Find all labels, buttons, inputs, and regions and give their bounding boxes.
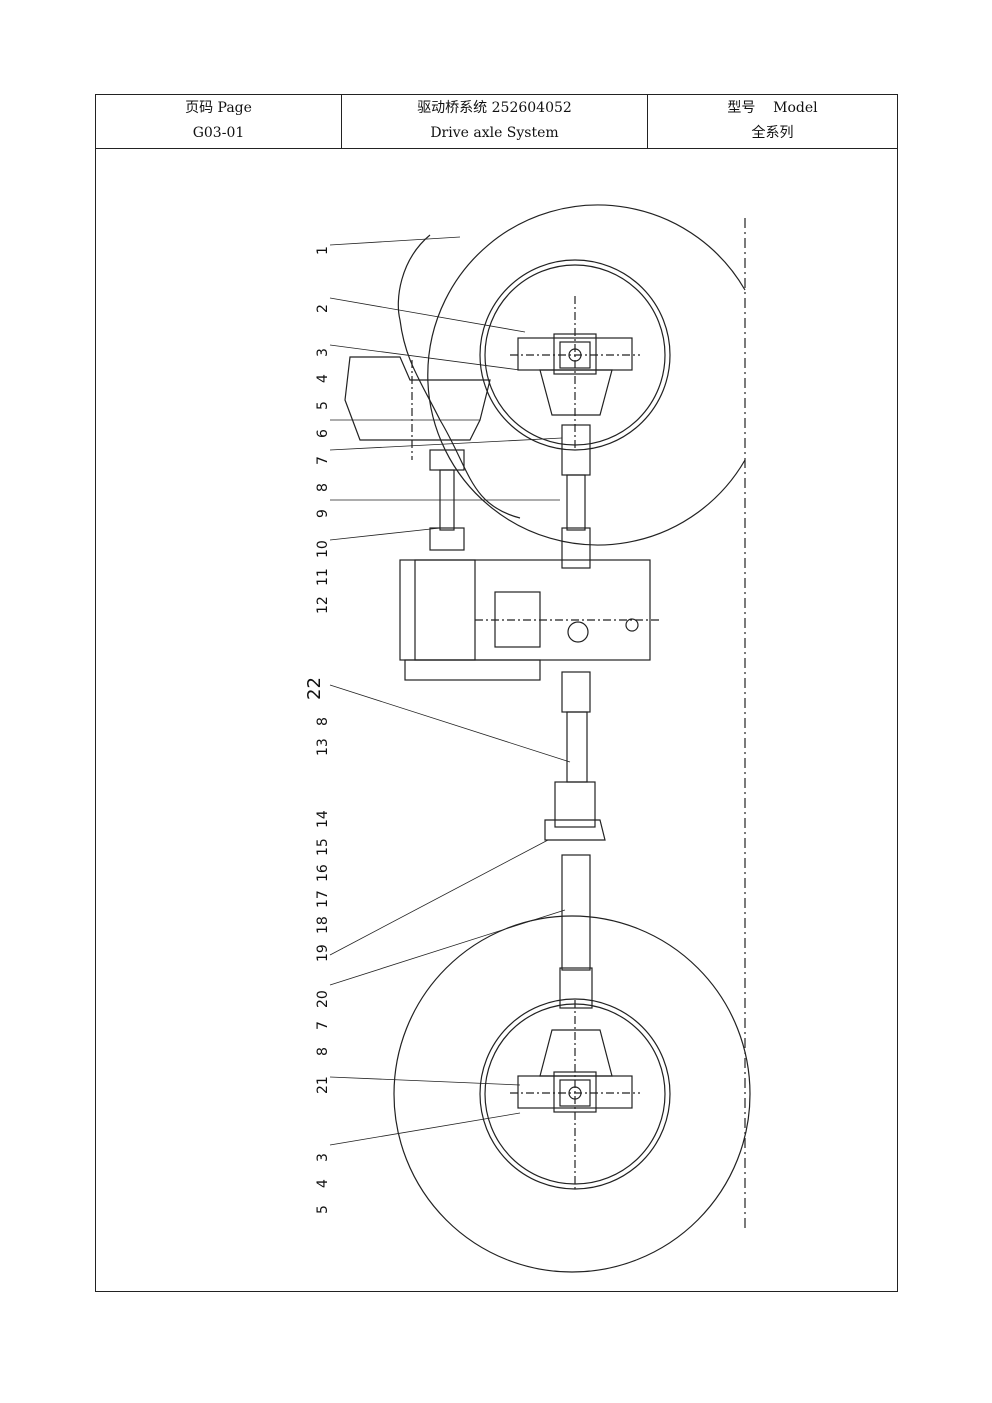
callout-7-rear: 7 [315,1021,331,1030]
differential-housing [344,356,491,441]
callout-8-rear: 8 [315,1047,331,1056]
page-cell: 页码 Page G03-01 [96,95,342,148]
callout-14: 14 [315,810,331,828]
callout-11: 11 [315,568,331,586]
front-wheel-rim [479,259,671,451]
callout-5-rear: 5 [315,1205,331,1214]
tire-contour [397,234,521,519]
rear-tire [393,915,751,1273]
model-value: 全系列 [751,125,794,141]
callout-3-rear: 3 [315,1153,331,1162]
callout-13: 13 [315,738,331,756]
callout-20: 20 [315,990,331,1008]
callout-4: 4 [315,374,331,383]
middle-u-joint [561,671,591,713]
callout-9: 9 [315,509,331,518]
leader-lines [329,236,571,1146]
callout-1: 1 [315,246,331,255]
model-label: 型号 Model [727,100,818,116]
callout-4-rear: 4 [315,1179,331,1188]
rear-propeller-shaft [561,854,591,971]
callout-3: 3 [315,348,331,357]
document-frame: 页码 Page G03-01 驱动桥系统 252604052 Drive axl… [95,94,898,1292]
callout-labels: 1 2 3 4 5 6 7 8 9 10 11 12 22 8 13 14 15… [304,246,331,1214]
callout-12: 12 [315,596,331,614]
callout-21: 21 [315,1076,331,1094]
callout-8-mid: 8 [315,717,331,726]
callout-15: 15 [315,838,331,856]
callout-6: 6 [315,429,331,438]
model-cell: 型号 Model 全系列 [648,95,897,148]
callout-8: 8 [315,483,331,492]
callout-17: 17 [315,890,331,908]
page-label: 页码 Page [185,100,252,116]
page-number: G03-01 [192,125,245,141]
callout-5: 5 [315,401,331,410]
callout-22: 22 [304,677,325,700]
title-english: Drive axle System [430,125,559,141]
callout-2: 2 [315,304,331,313]
callout-18: 18 [315,916,331,934]
gearbox [399,559,651,661]
title-block: 页码 Page G03-01 驱动桥系统 252604052 Drive axl… [96,95,897,149]
callout-16: 16 [315,864,331,882]
callout-19: 19 [315,944,331,962]
callout-10: 10 [315,540,331,558]
title-cell: 驱动桥系统 252604052 Drive axle System [342,95,648,148]
callout-7: 7 [315,456,331,465]
front-tire [427,204,746,546]
title-chinese: 驱动桥系统 252604052 [417,100,572,116]
